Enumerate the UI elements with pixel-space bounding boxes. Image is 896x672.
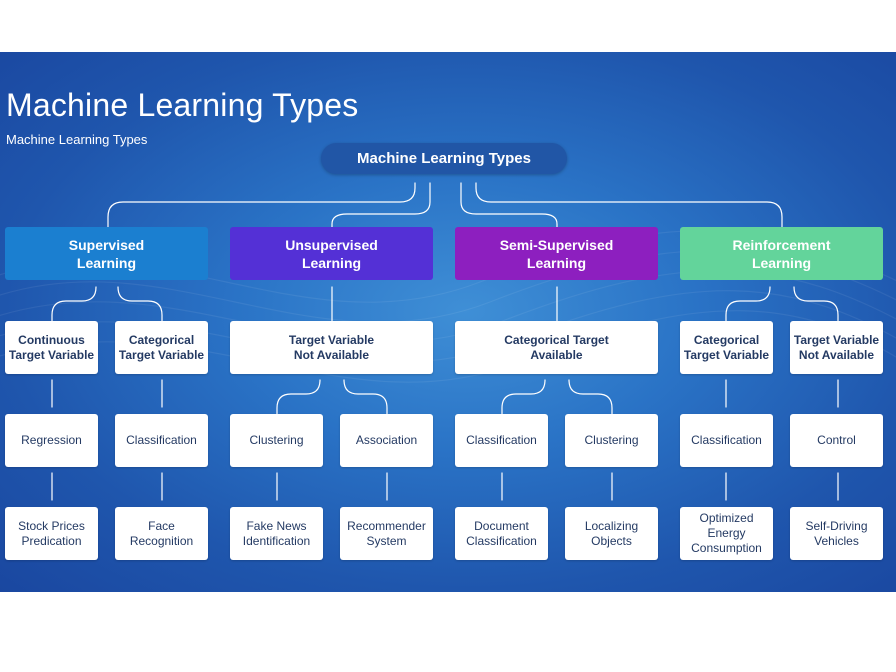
- example-document-classification: Document Classification: [455, 507, 548, 560]
- category-reinforcement: Reinforcement Learning: [680, 227, 883, 280]
- task-classification-reinforcement: Classification: [680, 414, 773, 467]
- task-clustering-unsupervised: Clustering: [230, 414, 323, 467]
- target-continuous: Continuous Target Variable: [5, 321, 98, 374]
- task-classification-semi-supervised: Classification: [455, 414, 548, 467]
- category-unsupervised: Unsupervised Learning: [230, 227, 433, 280]
- connector-target-clustering: [276, 379, 321, 415]
- target-not-available-unsupervised: Target Variable Not Available: [230, 321, 433, 374]
- task-association: Association: [340, 414, 433, 467]
- example-localizing-objects: Localizing Objects: [565, 507, 658, 560]
- example-fake-news: Fake News Identification: [230, 507, 323, 560]
- example-recommender-system: Recommender System: [340, 507, 433, 560]
- connector-rl-not-available: [793, 286, 839, 322]
- diagram-slide: Machine Learning Types Machine Learning …: [0, 52, 896, 592]
- connector-root-reinforcement: [475, 182, 783, 228]
- category-supervised: Supervised Learning: [5, 227, 208, 280]
- connector-rl-categorical: [725, 286, 771, 322]
- target-categorical-reinforcement: Categorical Target Variable: [680, 321, 773, 374]
- connector-semi-clustering: [568, 379, 613, 415]
- connector-root-semi-supervised: [460, 182, 558, 228]
- connector-semi-classification: [501, 379, 546, 415]
- connector-root-unsupervised: [331, 182, 431, 228]
- task-clustering-semi-supervised: Clustering: [565, 414, 658, 467]
- example-self-driving: Self-Driving Vehicles: [790, 507, 883, 560]
- task-classification-supervised: Classification: [115, 414, 208, 467]
- example-face-recognition: Face Recognition: [115, 507, 208, 560]
- slide-subtitle: Machine Learning Types: [6, 132, 148, 147]
- target-categorical-semi-supervised: Categorical Target Available: [455, 321, 658, 374]
- target-not-available-reinforcement: Target Variable Not Available: [790, 321, 883, 374]
- root-node: Machine Learning Types: [321, 143, 567, 174]
- example-energy-consumption: Optimized Energy Consumption: [680, 507, 773, 560]
- slide-title: Machine Learning Types: [6, 87, 359, 123]
- example-stock-prices: Stock Prices Predication: [5, 507, 98, 560]
- connector-target-association: [343, 379, 388, 415]
- task-control: Control: [790, 414, 883, 467]
- connector-root-supervised: [107, 182, 416, 228]
- connector-supervised-categorical: [117, 286, 163, 322]
- connector-supervised-continuous: [51, 286, 97, 322]
- task-regression: Regression: [5, 414, 98, 467]
- target-categorical-supervised: Categorical Target Variable: [115, 321, 208, 374]
- category-semi-supervised: Semi-Supervised Learning: [455, 227, 658, 280]
